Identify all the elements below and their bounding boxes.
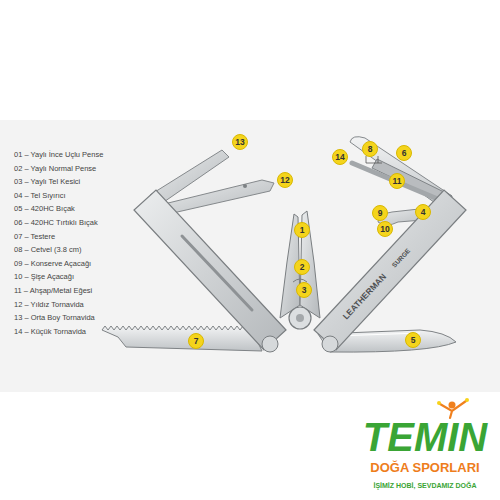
logo-subtitle: DOĞA SPORLARI <box>370 461 479 476</box>
callout-number: 8 <box>362 141 378 157</box>
callout-number: 11 <box>389 173 405 189</box>
callout-text: 7 <box>194 337 199 346</box>
callout-number: 1 <box>294 222 310 238</box>
logo-wordmark: TEMIN <box>363 414 487 460</box>
left-handle <box>134 190 286 350</box>
part-list-item: 11 – Ahşap/Metal Eğesi <box>14 287 92 296</box>
saw-blade <box>102 326 262 351</box>
pivot-center <box>296 314 304 322</box>
callout-text: 12 <box>280 176 289 185</box>
callout-number: 9 <box>372 205 388 221</box>
callout-text: 1 <box>300 226 305 235</box>
callout-number: 14 <box>332 149 348 165</box>
rivet <box>243 184 247 188</box>
callout-text: 4 <box>421 208 426 217</box>
part-list-item: 03 – Yaylı Tel Kesici <box>14 178 80 187</box>
callout-number: 4 <box>415 204 431 220</box>
callout-text: 2 <box>300 263 305 272</box>
logo-figure-hand <box>465 398 469 402</box>
callout-number: 2 <box>294 259 310 275</box>
callout-text: 8 <box>368 145 373 154</box>
callout-bracket <box>366 156 382 163</box>
callout-text: 10 <box>380 225 389 234</box>
small-screwdriver <box>352 163 440 200</box>
phillips-screwdriver <box>160 180 274 215</box>
part-list-item: 13 – Orta Boy Tornavida <box>14 314 95 323</box>
part-list-item: 14 – Küçük Tornavida <box>14 328 86 337</box>
part-list-item: 02 – Yaylı Normal Pense <box>14 165 96 174</box>
main-pivot <box>289 307 311 329</box>
callout-number: 10 <box>377 221 393 237</box>
callout-text: 3 <box>302 286 307 295</box>
logo-figure-head <box>449 402 456 409</box>
callout-number: 7 <box>188 333 204 349</box>
handle-slot <box>182 236 252 310</box>
part-list-item: 06 – 420HC Tırtıklı Bıçak <box>14 219 98 228</box>
part-list-item: 04 – Tel Sıyırıcı <box>14 192 66 201</box>
logo-figure-hand <box>437 401 441 405</box>
right-handle <box>314 190 466 350</box>
callout-number: 13 <box>232 134 248 150</box>
callout-text: 11 <box>393 177 402 186</box>
part-list-item: 08 – Cetvel (3.8 cm) <box>14 246 82 255</box>
callout-text: 6 <box>402 149 407 158</box>
right-jaw <box>300 211 320 318</box>
callout-number: 5 <box>405 332 421 348</box>
callout-number: 12 <box>277 172 293 188</box>
part-list-item: 09 – Konserve Açacağı <box>14 260 91 269</box>
background-band <box>0 120 500 392</box>
callout-text: 9 <box>378 209 383 218</box>
left-pivot <box>262 336 278 352</box>
part-list-item: 12 – Yıldız Tornavida <box>14 301 84 310</box>
callout-number: 3 <box>296 282 312 298</box>
part-list-item: 01 – Yaylı İnce Uçlu Pense <box>14 151 103 160</box>
logo-slogan: İŞİMİZ HOBİ, SEVDAMIZ DOĞA <box>373 482 476 490</box>
callout-number: 6 <box>396 145 412 161</box>
part-list-item: 05 – 420HC Bıçak <box>14 205 75 214</box>
callout-text: 14 <box>335 153 344 162</box>
right-pivot <box>322 336 338 352</box>
callout-text: 13 <box>235 138 244 147</box>
part-list-item: 07 – Testere <box>14 233 55 242</box>
part-list-item: 10 – Şişe Açacağı <box>14 273 74 282</box>
callout-text: 5 <box>411 336 416 345</box>
